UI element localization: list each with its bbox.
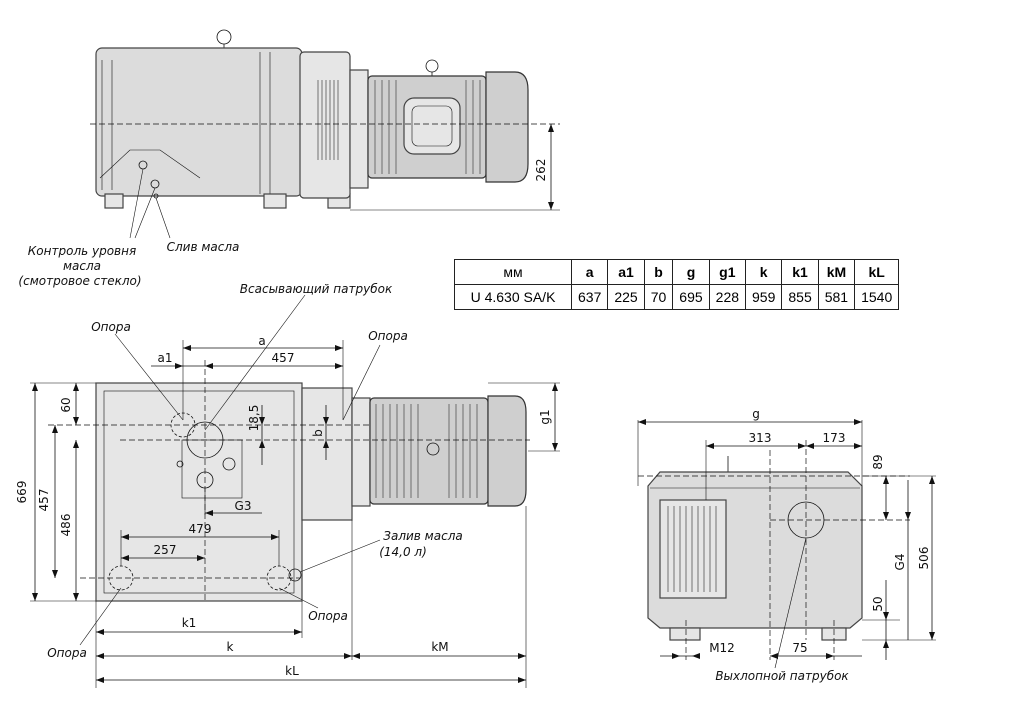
label-support-4: Опора <box>47 646 87 660</box>
table-cell: 1540 <box>854 284 900 310</box>
table-header: g <box>672 259 710 285</box>
dim-k: k <box>227 640 234 654</box>
label-oil-level-2: масла <box>63 259 101 273</box>
table-header: мм <box>454 259 572 285</box>
dim-457-left: 457 <box>37 489 51 512</box>
label-suction: Всасывающий патрубок <box>240 282 393 296</box>
dim-a1: a1 <box>158 351 173 365</box>
dim-313: 313 <box>749 431 772 445</box>
dim-18-5: 18,5 <box>247 405 261 432</box>
dim-k1: k1 <box>182 616 197 630</box>
table-header: g1 <box>708 259 747 285</box>
dim-a: a <box>258 334 265 348</box>
label-support-3: Опора <box>308 609 348 623</box>
table-header: a <box>570 259 609 285</box>
table-header: kM <box>817 259 856 285</box>
table-header: kL <box>854 259 900 285</box>
label-oil-level-3: (смотровое стекло) <box>18 274 141 288</box>
dimensions-table: мм a a1 b g g1 k k1 kM kL U 4.630 SA/K 6… <box>454 259 900 310</box>
dim-257: 257 <box>154 543 177 557</box>
dim-g: g <box>752 407 760 421</box>
table-row: U 4.630 SA/K 637 225 70 695 228 959 855 … <box>454 284 900 310</box>
table-cell: 637 <box>570 284 609 310</box>
dim-g3: G3 <box>235 499 252 513</box>
dim-kL: kL <box>285 664 299 678</box>
dim-486: 486 <box>59 514 73 537</box>
dim-173: 173 <box>823 431 846 445</box>
dim-g4: G4 <box>893 554 907 571</box>
table-header: k <box>745 259 783 285</box>
label-support-1: Опора <box>91 320 131 334</box>
label-oil-level-1: Контроль уровня <box>28 244 136 258</box>
dim-50: 50 <box>871 596 885 611</box>
table-cell: 695 <box>672 284 710 310</box>
top-view: a a1 457 669 457 60 486 18,5 b g1 <box>15 294 560 688</box>
label-oil-fill-2: (14,0 л) <box>379 545 427 559</box>
dim-75: 75 <box>792 641 807 655</box>
dim-b: b <box>311 429 325 437</box>
dim-g1: g1 <box>538 409 552 424</box>
table-cell: 581 <box>817 284 856 310</box>
label-oil-drain: Слив масла <box>167 240 240 254</box>
label-support-2: Опора <box>368 329 408 343</box>
label-exhaust: Выхлопной патрубок <box>715 669 849 683</box>
dim-479: 479 <box>189 522 212 536</box>
table-header-row: мм a a1 b g g1 k k1 kM kL <box>454 259 900 285</box>
table-header: k1 <box>781 259 819 285</box>
table-header: a1 <box>607 259 645 285</box>
table-cell: 228 <box>708 284 747 310</box>
dim-457-top: 457 <box>272 351 295 365</box>
dim-506: 506 <box>917 547 931 570</box>
side-view: 262 <box>90 29 560 239</box>
dim-262: 262 <box>534 159 548 182</box>
dim-60: 60 <box>59 397 73 412</box>
table-header: b <box>643 259 674 285</box>
label-oil-fill-1: Залив масла <box>383 529 462 543</box>
table-cell: 959 <box>745 284 783 310</box>
table-cell: U 4.630 SA/K <box>454 284 572 310</box>
table-cell: 225 <box>607 284 645 310</box>
dim-669: 669 <box>15 481 29 504</box>
dim-m12: M12 <box>709 641 735 655</box>
end-view: g 313 173 89 G4 506 50 M12 75 <box>637 407 936 669</box>
dim-kM: kM <box>431 640 448 654</box>
dim-89: 89 <box>871 454 885 469</box>
table-cell: 855 <box>781 284 819 310</box>
table-cell: 70 <box>643 284 674 310</box>
